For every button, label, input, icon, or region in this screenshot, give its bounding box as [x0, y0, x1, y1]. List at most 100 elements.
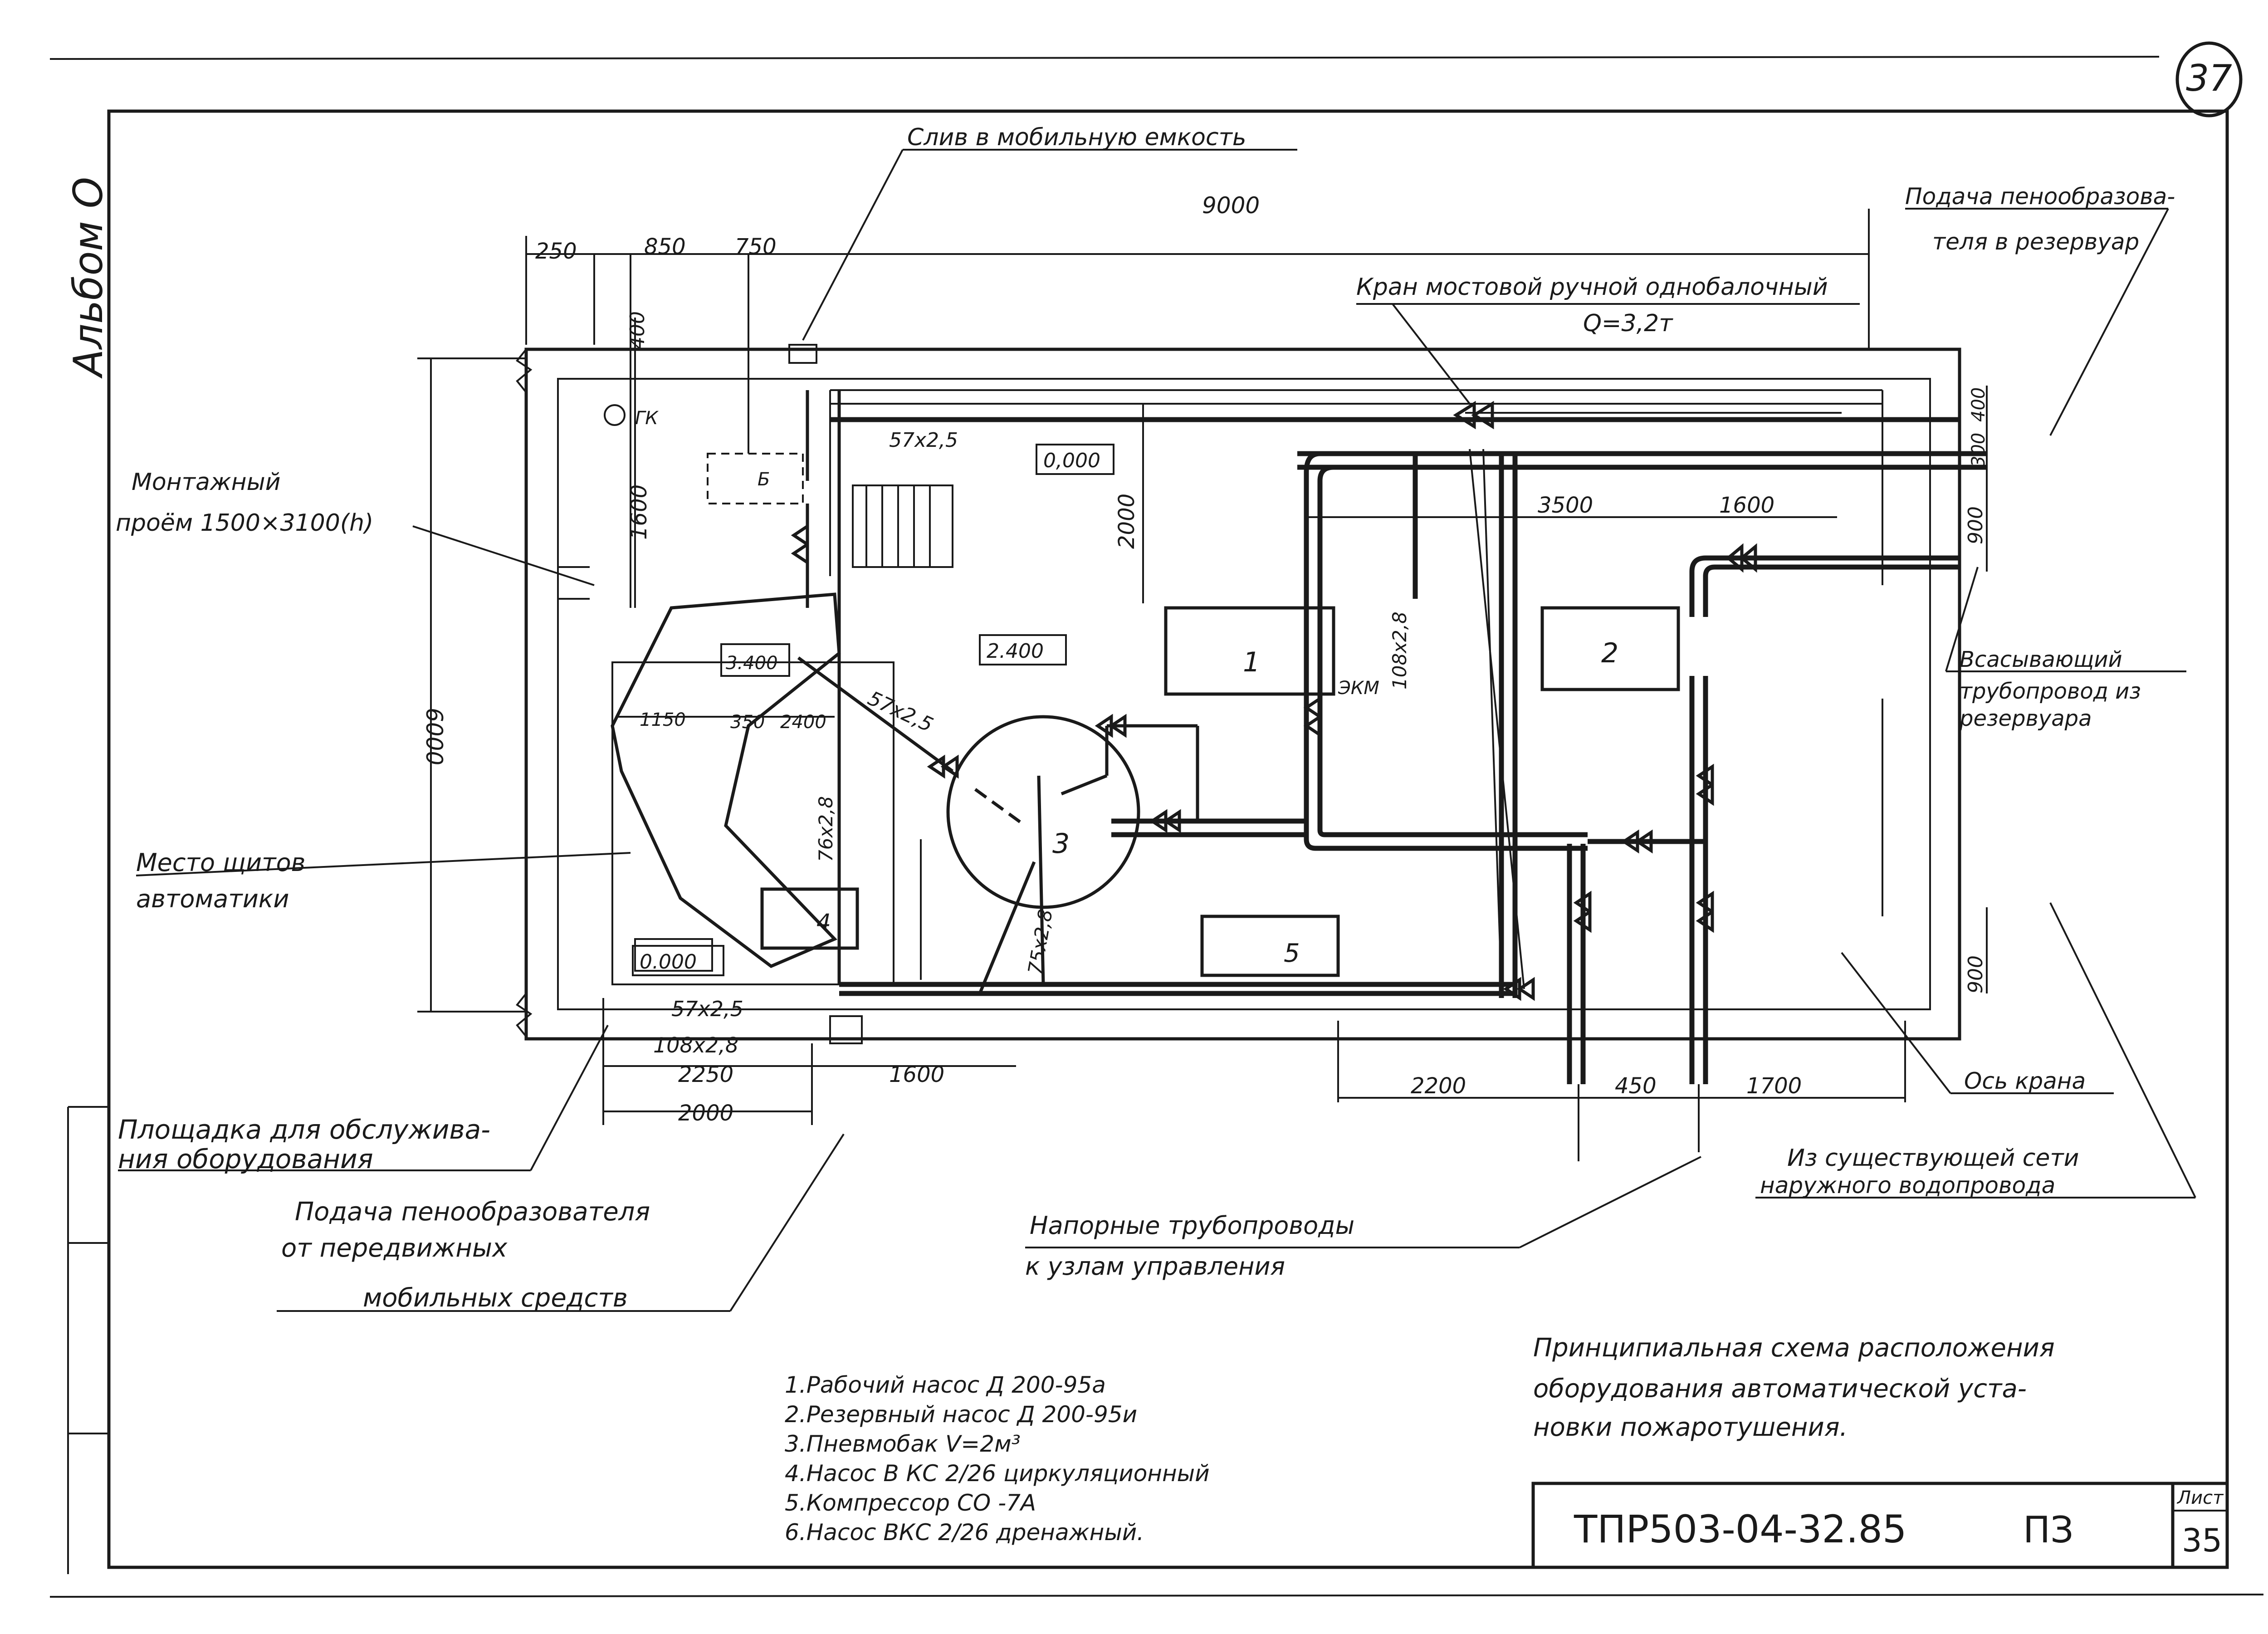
- legend-item-3: 3.Пневмобак V=2м³: [785, 1431, 1021, 1457]
- dim-400-top: 400: [626, 311, 649, 349]
- mark-pump-2: 2: [1601, 637, 1618, 669]
- caption-line-3: новки пожаротушения.: [1533, 1413, 1848, 1442]
- dim-1600-left: 1600: [626, 484, 652, 540]
- dim-2400: 2400: [780, 712, 826, 733]
- label-foam-mobile-2: от передвижных: [281, 1233, 508, 1263]
- label-crane-1: Кран мостовой ручной однобалочный: [1356, 274, 1828, 301]
- label-foam-reservoir-1: Подача пенообразова-: [1905, 183, 2175, 210]
- dim-1700: 1700: [1746, 1073, 1802, 1099]
- label-crane-axis: Ось крана: [1964, 1068, 2086, 1094]
- legend-item-2: 2.Резервный насос Д 200-95и: [785, 1401, 1137, 1428]
- mark-gk: ГК: [635, 408, 659, 429]
- label-foam-mobile-3: мобильных средств: [363, 1283, 628, 1313]
- dim-900-top: 900: [1964, 506, 1987, 544]
- equipment-legend: 1.Рабочий насос Д 200-95а 2.Резервный на…: [785, 1372, 1210, 1546]
- legend-item-6: 6.Насос ВКС 2/26 дренажный.: [785, 1519, 1144, 1546]
- dim-overall-width: 9000: [1202, 192, 1260, 219]
- dim-450: 450: [1615, 1073, 1657, 1099]
- elev-0-top: 0,000: [1043, 449, 1100, 472]
- dim-350: 350: [730, 712, 765, 733]
- pump-1-body: [1164, 606, 1335, 696]
- dim-6000: 6000: [421, 708, 447, 765]
- pipe-108-bottom: 108х2,8: [653, 1033, 738, 1057]
- leader-lines: [118, 149, 2196, 1312]
- label-foam-mobile-1: Подача пенообразователя: [295, 1197, 650, 1227]
- dim-1600-bottom: 1600: [889, 1062, 944, 1087]
- mark-b: Б: [758, 469, 770, 490]
- label-suction-1: Всасывающий: [1960, 647, 2122, 672]
- pipelines: [797, 390, 1987, 1084]
- pump-2-body: [1540, 606, 1680, 691]
- sheet-number-circled: 37: [2186, 57, 2232, 99]
- pipe-76: 76х2,8: [815, 796, 837, 862]
- caption-line-2: оборудования автоматической уста-: [1533, 1374, 2027, 1404]
- label-platform-2: ния оборудования: [118, 1144, 373, 1174]
- caption-line-1: Принципиальная схема расположения: [1533, 1333, 2055, 1363]
- elev-0-bottom: 0.000: [640, 950, 697, 974]
- equipment-marks: ГК Б ЭКМ 1 2 3 4 5: [635, 408, 1618, 968]
- pump-4-body: [760, 887, 859, 950]
- mark-tank-3: 3: [1052, 828, 1070, 860]
- mark-pump-4: 4: [816, 909, 831, 935]
- elev-3400: 3.400: [726, 653, 778, 674]
- title-section: ПЗ: [2023, 1509, 2073, 1551]
- label-panels-2: автоматики: [136, 885, 289, 913]
- labels: Слив в мобильную емкость Подача пенообра…: [116, 124, 2175, 1313]
- title-list-label: Лист: [2176, 1487, 2224, 1508]
- dim-900-bottom: 900: [1964, 955, 1987, 993]
- label-crane-2: Q=3,2т: [1583, 310, 1673, 337]
- compressor-5-body: [1200, 915, 1340, 977]
- dim-2000-vertical: 2000: [1114, 494, 1139, 549]
- staircase: [852, 484, 953, 568]
- dim-2200: 2200: [1411, 1073, 1466, 1099]
- mark-pump-1: 1: [1243, 646, 1260, 678]
- label-suction-2: трубопровод из: [1960, 679, 2141, 704]
- drawing-caption: Принципиальная схема расположения оборуд…: [1533, 1333, 2055, 1442]
- pipe-57-diagonal: 57х2,5: [864, 687, 936, 737]
- dim-250: 250: [535, 239, 577, 264]
- legend-item-5: 5.Компрессор СО -7А: [785, 1490, 1036, 1516]
- label-foam-reservoir-2: теля в резервуар: [1932, 229, 2139, 255]
- title-code: ТПР503-04-32.85: [1574, 1507, 1906, 1551]
- dim-400-right: 400: [1968, 387, 1989, 422]
- elevation-marks: 0,000 2.400 3.400 0.000: [632, 444, 1114, 976]
- label-pressure-2: к узлам управления: [1025, 1252, 1285, 1281]
- album-label: Альбом О: [65, 177, 112, 379]
- dimension-lines: [417, 209, 1988, 1125]
- label-platform-1: Площадка для обслужива-: [118, 1114, 490, 1145]
- label-opening-1: Монтажный: [132, 469, 281, 496]
- pipe-108-vertical: 108х2,8: [1388, 612, 1411, 690]
- pipe-57-bottom: 57х2,5: [671, 997, 743, 1021]
- label-pressure-1: Напорные трубопроводы: [1030, 1211, 1354, 1240]
- dim-3500: 3500: [1538, 493, 1593, 518]
- dimension-values: 9000 250 850 750 400 1600 2000 6000 3500…: [421, 192, 1989, 1126]
- label-panels-1: Место щитов: [136, 848, 305, 877]
- pipe-57-top: 57х2,5: [889, 429, 958, 452]
- dim-850: 850: [644, 234, 686, 259]
- pipe-75: 75х2,8: [1024, 907, 1057, 976]
- elev-2400: 2.400: [987, 640, 1044, 663]
- dim-1600-right: 1600: [1719, 493, 1774, 518]
- valves: [791, 401, 1757, 1001]
- dim-750: 750: [735, 234, 777, 259]
- title-block: ТПР503-04-32.85 ПЗ Лист 35: [1531, 1482, 2229, 1569]
- label-suction-3: резервуара: [1959, 706, 2092, 731]
- equipment: [604, 344, 1680, 1044]
- dim-1150: 1150: [640, 709, 686, 730]
- label-mains-1: Из существующей сети: [1787, 1145, 2079, 1172]
- mark-ekm: ЭКМ: [1338, 678, 1379, 699]
- dim-2250: 2250: [678, 1062, 733, 1087]
- label-mains-2: наружного водопровода: [1760, 1172, 2055, 1199]
- dim-2000-bottom: 2000: [678, 1101, 733, 1126]
- label-opening-2: проём 1500×3100(h): [116, 509, 373, 537]
- dim-300-right: 300: [1968, 433, 1989, 467]
- mark-compressor-5: 5: [1284, 939, 1300, 968]
- sheet-frame: [49, 56, 2264, 1598]
- legend-item-4: 4.Насос В КС 2/26 циркуляционный: [785, 1460, 1210, 1487]
- pneumatic-tank: [946, 715, 1140, 909]
- title-list-number: 35: [2182, 1522, 2222, 1559]
- sheet-number-badge: 37: [2175, 41, 2243, 117]
- legend-item-1: 1.Рабочий насос Д 200-95а: [785, 1372, 1106, 1398]
- label-drain: Слив в мобильную емкость: [907, 124, 1246, 151]
